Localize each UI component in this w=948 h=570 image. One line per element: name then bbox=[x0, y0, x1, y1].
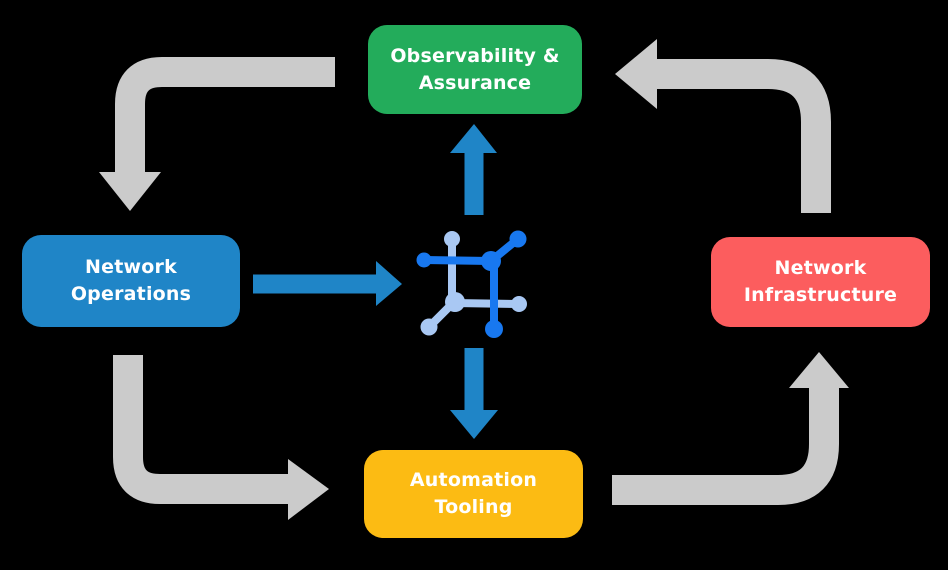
node-observability-assurance: Observability & Assurance bbox=[368, 25, 582, 114]
arrow-head-right-icon bbox=[376, 261, 402, 306]
arrow-head-up-icon bbox=[450, 124, 497, 153]
arrow-shaft bbox=[113, 355, 288, 504]
node-label: Network Operations bbox=[70, 256, 192, 305]
arrow-head-down-icon bbox=[450, 410, 498, 439]
icon-node bbox=[420, 318, 438, 336]
arrow-head-left-icon bbox=[615, 39, 657, 109]
arrow-operations-to-center bbox=[253, 261, 402, 306]
node-label: Observability & Assurance bbox=[390, 44, 560, 94]
network-fabric-icon-light-part bbox=[420, 231, 527, 336]
arrow-observability-to-operations bbox=[99, 57, 335, 211]
icon-node bbox=[509, 230, 527, 248]
arrow-tooling-to-infrastructure bbox=[612, 352, 849, 505]
arrow-center-to-tooling bbox=[450, 348, 498, 439]
node-network-operations: Network Operations bbox=[22, 235, 240, 327]
node-automation-tooling: Automation Tooling bbox=[364, 450, 583, 538]
icon-node bbox=[444, 231, 460, 247]
arrow-head-down-icon bbox=[99, 172, 161, 211]
network-fabric-icon bbox=[416, 230, 527, 338]
arrow-shaft bbox=[115, 57, 335, 172]
node-label: Network Infrastructure bbox=[743, 257, 898, 306]
icon-node bbox=[481, 251, 501, 271]
icon-node bbox=[416, 252, 432, 268]
arrow-head-right-icon bbox=[288, 459, 329, 520]
icon-node bbox=[485, 320, 503, 338]
arrow-operations-to-tooling bbox=[113, 355, 329, 520]
arrow-shaft bbox=[612, 388, 839, 505]
network-fabric-icon-dark-part bbox=[416, 230, 527, 338]
arrow-infrastructure-to-observability bbox=[615, 39, 831, 213]
icon-node bbox=[511, 296, 527, 312]
node-network-infrastructure: Network Infrastructure bbox=[711, 237, 930, 327]
icon-node bbox=[445, 292, 465, 312]
node-label: Automation Tooling bbox=[409, 469, 538, 518]
arrow-center-to-observability bbox=[450, 124, 497, 215]
icon-line bbox=[420, 256, 495, 265]
arrow-head-up-icon bbox=[789, 352, 849, 388]
arrow-shaft bbox=[657, 59, 831, 213]
